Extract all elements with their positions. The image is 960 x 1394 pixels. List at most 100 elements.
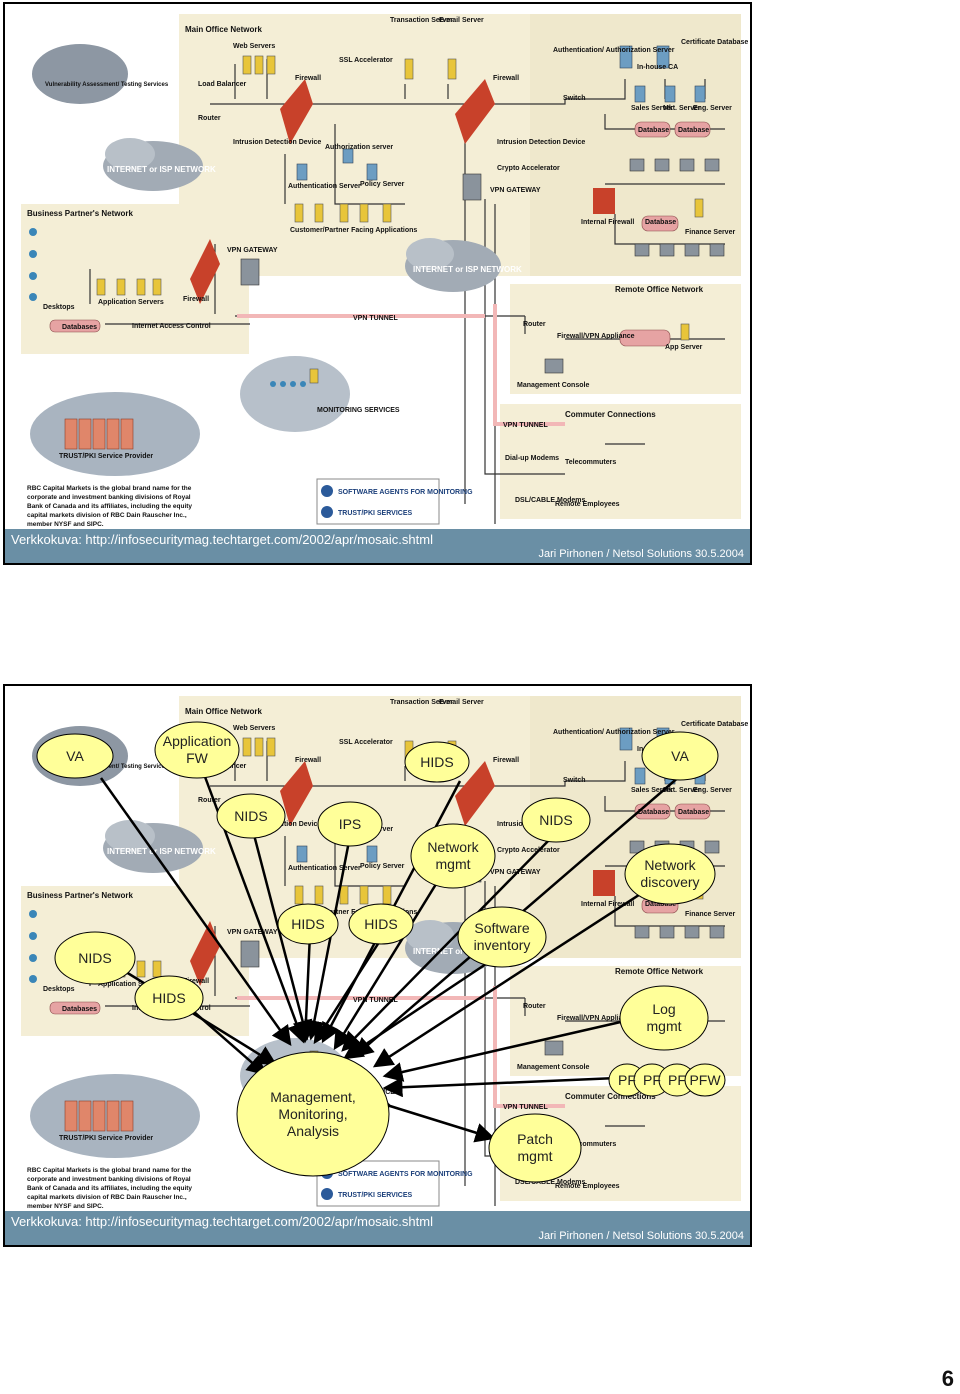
label-mkt: Mkt. Server (663, 787, 701, 794)
label-policy-server: Policy Server (360, 863, 405, 870)
trust-badge-icon (321, 506, 333, 518)
desktop-icons (240, 158, 725, 374)
rbc-note-line: capital markets division of RBC Dain Rau… (27, 512, 187, 519)
label-crypto: Crypto Accelerator (497, 847, 560, 854)
footer-author: Jari Pirhonen / Netsol Solutions 30.5.20… (538, 1230, 744, 1242)
label-mgmt-console: Management Console (517, 1064, 589, 1071)
label-web-servers: Web Servers (233, 725, 275, 732)
pfw-label: PF (668, 1072, 686, 1088)
rbc-note-line: member NYSF and SIPC. (27, 1203, 104, 1210)
label-fw-vpn: Firewall/VPN Appliance (557, 333, 635, 340)
blue-server-icons (296, 45, 706, 181)
pfw-ellipse (684, 1063, 726, 1097)
footer-url: Verkkokuva: http://infosecuritymag.techt… (11, 1214, 433, 1229)
label-internet-2: INTERNET or ISP NETWORK (413, 265, 522, 274)
nids-1-label: NIDS (234, 808, 267, 824)
slide-network-diagram: Main Office Network Web Servers Load Bal… (3, 2, 752, 565)
rbc-note-line: RBC Capital Markets is the global brand … (27, 485, 192, 492)
label-internet-1: INTERNET or ISP NETWORK (107, 165, 216, 174)
label-database-3: Database (645, 901, 676, 908)
label-authz: Authorization server (325, 144, 393, 151)
label-app-servers: Application Servers (98, 981, 164, 988)
main-office-right-region (530, 14, 741, 276)
va-right-label: VA (671, 748, 689, 764)
rbc-note-line: corporate and investment banking divisio… (27, 494, 191, 501)
label-main-office: Main Office Network (185, 25, 262, 34)
label-database-1: Database (638, 809, 669, 816)
label-firewall-3: Firewall (183, 296, 209, 303)
software-inventory-label: inventory (474, 937, 531, 953)
hids-top-ellipse (404, 741, 470, 783)
label-mkt: Mkt. Server (663, 105, 701, 112)
label-authn: Authentication/ Authorization Server (553, 47, 675, 54)
log-mgmt-ellipse (619, 985, 709, 1051)
hids-left-ellipse (134, 975, 204, 1021)
label-commuter: Commuter Connections (565, 410, 656, 419)
app-fw-label: FW (186, 750, 209, 766)
legend-box (316, 478, 440, 525)
nids-2-label: NIDS (539, 812, 572, 828)
legend-agents-label: SOFTWARE AGENTS FOR MONITORING (338, 489, 473, 496)
network-discovery-ellipse (624, 843, 716, 905)
rbc-note-line: capital markets division of RBC Dain Rau… (27, 1194, 187, 1201)
label-vpn-tunnel-2: VPN TUNNEL (503, 1104, 548, 1111)
va-left-ellipse (36, 733, 114, 779)
pki-stack-icons (64, 418, 134, 450)
nids-1-ellipse (216, 793, 286, 839)
hids-2-ellipse (277, 903, 339, 945)
label-customer-apps: Customer/Partner Facing Applications (290, 227, 417, 234)
nids-2-ellipse (521, 797, 591, 843)
label-transaction: Transaction Server (390, 17, 453, 24)
legend-agents-label: SOFTWARE AGENTS FOR MONITORING (338, 1171, 473, 1178)
agent-badge-icon (321, 485, 333, 497)
label-remote-emp: Remote Employees (555, 1183, 620, 1190)
label-trust-pki: TRUST/PKI Service Provider (59, 1135, 153, 1142)
label-database-2: Database (678, 127, 709, 134)
label-ids-2: Intrusion Detection Device (497, 139, 585, 146)
page-number: 6 (941, 1366, 954, 1391)
log-mgmt-label: Log (652, 1001, 675, 1017)
label-authentication-server: Authentication Server (288, 865, 361, 872)
label-vpn-tunnel: VPN TUNNEL (353, 315, 398, 322)
label-remote-emp: Remote Employees (555, 501, 620, 508)
server-icons (96, 55, 704, 384)
label-database-3: Database (645, 219, 676, 226)
pki-stack-icons (64, 1100, 134, 1132)
label-sales: Sales Server (631, 105, 673, 112)
label-eng: Eng. Server (693, 105, 732, 112)
management-center-label: Management, (270, 1089, 356, 1105)
label-va-service: Vulnerability Assessment/ Testing Servic… (45, 82, 169, 88)
label-vpn-gateway-2: VPN GATEWAY (227, 929, 278, 936)
ips-ellipse (317, 801, 383, 847)
label-firewall-2: Firewall (493, 75, 519, 82)
nids-left-ellipse (54, 931, 136, 985)
label-ssl: SSL Accelerator (339, 57, 393, 64)
rbc-note-line: RBC Capital Markets is the global brand … (27, 1167, 192, 1174)
label-iac: Internet Access Control (132, 323, 211, 330)
label-dsl: DSL/CABLE Modems (515, 497, 586, 504)
patch-mgmt-label: Patch (517, 1131, 553, 1147)
label-firewall-2: Firewall (493, 757, 519, 764)
label-desktops: Desktops (43, 304, 75, 311)
patch-arrow (370, 1091, 496, 1143)
software-inventory-label: Software (474, 920, 529, 936)
rbc-note-line: Bank of Canada and its affiliates, inclu… (27, 503, 192, 510)
network-discovery-label: discovery (640, 874, 699, 890)
network-mgmt-label: Network (427, 839, 479, 855)
label-databases: Databases (62, 324, 97, 331)
label-inhouse-ca: In-house CA (637, 64, 678, 71)
pfw-label: PF (643, 1072, 661, 1088)
label-firewall: Firewall (295, 75, 321, 82)
label-trust-pki: TRUST/PKI Service Provider (59, 453, 153, 460)
label-firewall: Firewall (295, 757, 321, 764)
label-switch: Switch (563, 777, 586, 784)
management-center-label: Analysis (287, 1123, 339, 1139)
slide-footer: Verkkokuva: http://infosecuritymag.techt… (5, 1211, 750, 1245)
label-telecommuters: Telecommuters (565, 459, 616, 466)
label-authn: Authentication/ Authorization Server (553, 729, 675, 736)
pfw-label: PFW (689, 1072, 721, 1088)
network-mgmt-label: mgmt (436, 856, 471, 872)
label-dsl: DSL/CABLE Modems (515, 1179, 586, 1186)
va-right-ellipse (641, 731, 719, 781)
rbc-note-line: Bank of Canada and its affiliates, inclu… (27, 1185, 192, 1192)
